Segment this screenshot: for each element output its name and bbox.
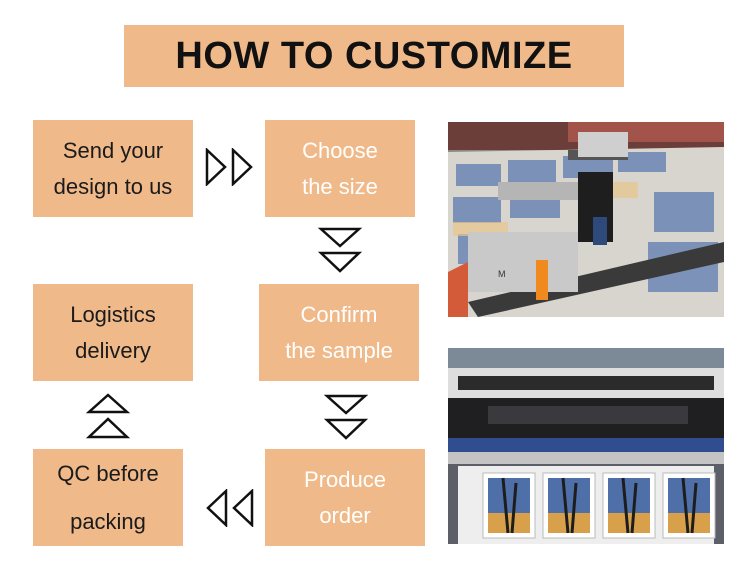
step-confirm-sample: Confirm the sample (259, 284, 419, 381)
double-triangle-down-icon (318, 227, 362, 273)
step-produce-order: Produce order (265, 449, 425, 546)
step-qc-packing: QC before packing (33, 449, 183, 546)
step-send-design: Send your design to us (33, 120, 193, 217)
step-choose-size-label: Choose the size (302, 137, 378, 199)
page-title: HOW TO CUSTOMIZE (175, 34, 573, 77)
step-produce-order-label: Produce order (304, 466, 386, 528)
cutting-machine-photo: M (448, 122, 724, 317)
step-logistics-delivery-label: Logistics delivery (70, 301, 156, 363)
double-triangle-up-icon (86, 393, 130, 439)
step-send-design-label: Send your design to us (53, 137, 173, 199)
step-logistics-delivery: Logistics delivery (33, 284, 193, 381)
step-confirm-sample-label: Confirm the sample (285, 301, 393, 363)
double-triangle-right-icon (205, 148, 253, 186)
title-banner: HOW TO CUSTOMIZE (124, 25, 624, 87)
double-triangle-left-icon (206, 489, 254, 527)
double-triangle-down-icon (324, 394, 368, 440)
step-qc-packing-label: QC before packing (57, 460, 159, 534)
svg-text:M: M (498, 269, 506, 279)
step-choose-size: Choose the size (265, 120, 415, 217)
printing-machine-photo (448, 348, 724, 544)
